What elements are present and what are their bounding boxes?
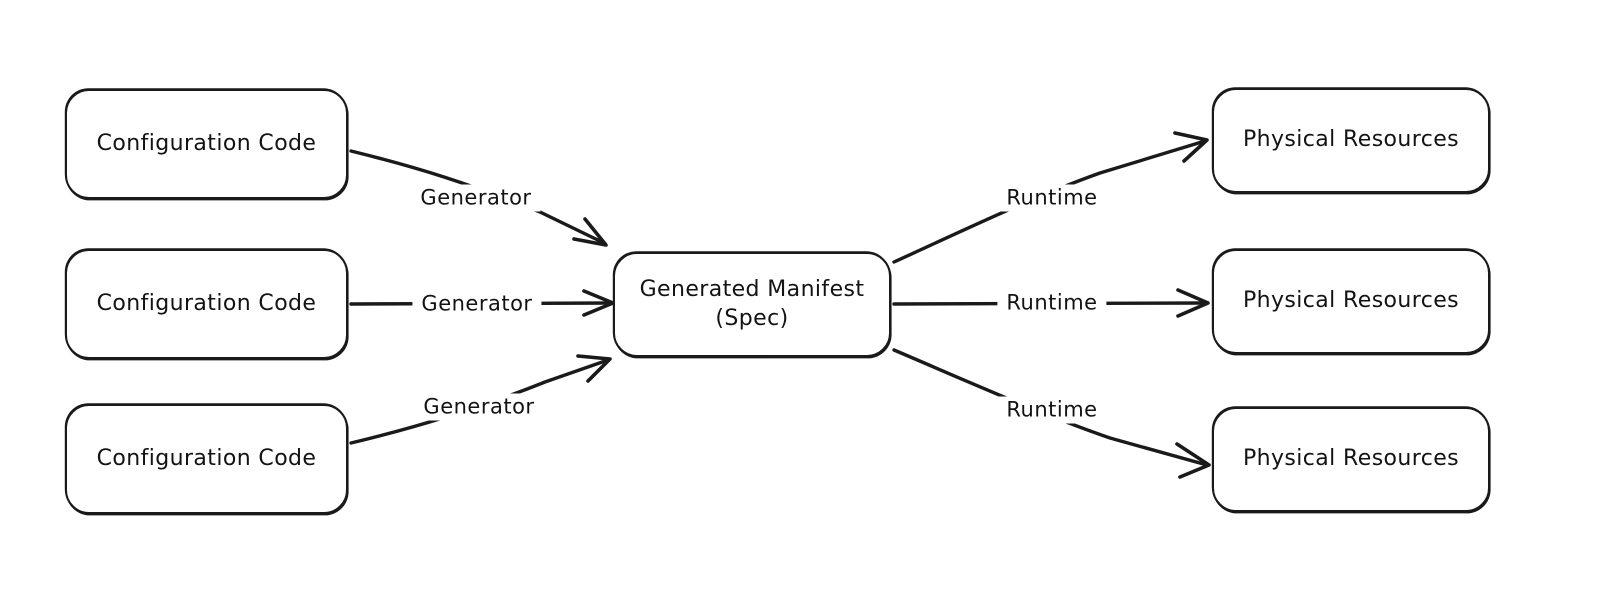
edge-runtime-bottom-arrowhead [1175, 442, 1211, 479]
node-label: Physical Resources [1242, 288, 1460, 314]
node-generated-manifest[interactable]: Generated Manifest (Spec) [613, 252, 891, 357]
edge-runtime-mid-arrowhead [1176, 288, 1210, 318]
node-physical-resources-middle[interactable]: Physical Resources [1212, 249, 1490, 354]
node-label: Configuration Code [96, 290, 317, 316]
node-label: Configuration Code [96, 130, 317, 156]
edge-runtime-top-arrowhead [1173, 131, 1209, 163]
edge-label-runtime-middle: Runtime [997, 289, 1107, 317]
node-configuration-code-bottom[interactable]: Configuration Code [65, 404, 348, 514]
node-label: Physical Resources [1242, 127, 1460, 153]
node-label: Configuration Code [96, 445, 317, 471]
node-label: Generated Manifest (Spec) [639, 277, 865, 331]
node-configuration-code-middle[interactable]: Configuration Code [65, 249, 348, 359]
edge-label-runtime-bottom: Runtime [997, 396, 1107, 424]
edge-generator-bottom-arrowhead [576, 354, 612, 383]
edge-generator-top-arrowhead [572, 217, 608, 247]
node-physical-resources-top[interactable]: Physical Resources [1212, 88, 1490, 193]
edge-label-generator-top: Generator [411, 184, 541, 212]
node-configuration-code-top[interactable]: Configuration Code [65, 89, 348, 199]
edge-label-runtime-top: Runtime [997, 184, 1107, 212]
node-physical-resources-bottom[interactable]: Physical Resources [1212, 407, 1490, 512]
edge-label-generator-middle: Generator [412, 290, 542, 318]
edge-label-generator-bottom: Generator [414, 393, 544, 421]
node-label: Physical Resources [1242, 446, 1460, 472]
edge-generator-mid-arrowhead [582, 289, 615, 317]
